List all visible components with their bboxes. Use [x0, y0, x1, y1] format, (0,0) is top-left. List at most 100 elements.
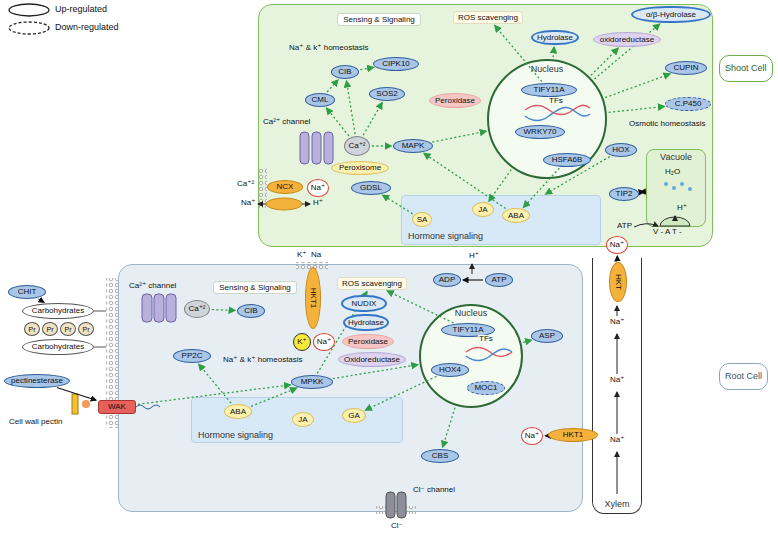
- annotation: Na⁺ & k⁺ homeostasis: [288, 44, 370, 53]
- node-oval: Na⁺: [521, 427, 544, 445]
- legend-down-sample: [9, 22, 49, 34]
- connector: [39, 299, 45, 302]
- node-label: Hydrolase: [348, 319, 384, 327]
- legend-label: Up-regulated: [54, 5, 108, 15]
- annotation: Cl⁻: [390, 522, 404, 531]
- node-oval: HKT1: [548, 428, 598, 442]
- node-oval: ADP: [433, 273, 461, 287]
- node-label: Peroxisome: [339, 164, 381, 172]
- node-oval: HOX: [605, 143, 637, 157]
- annotation: K⁺: [296, 251, 308, 260]
- connector: [524, 168, 560, 207]
- node-oval: α/β-Hydrolase: [631, 6, 711, 23]
- water-drop: [664, 182, 668, 186]
- region-heading: Hormone signaling: [408, 232, 483, 241]
- node-oval: NCX: [267, 180, 303, 194]
- node-oval: SA: [412, 212, 432, 227]
- annotation: Cl⁻ channel: [412, 486, 456, 495]
- node-oval: Carbohydrates: [22, 303, 94, 319]
- membrane: [259, 168, 267, 208]
- node-label: K⁺: [297, 338, 307, 346]
- node-label: CBS: [432, 452, 448, 460]
- annotation: TFs: [548, 97, 564, 106]
- connector: [553, 47, 554, 57]
- node-oval: CIB: [237, 304, 265, 318]
- node-label: α/β-Hydrolase: [646, 11, 696, 19]
- node-oval: Peroxisome: [331, 161, 389, 175]
- annotation: H⁺: [676, 204, 688, 213]
- node-oval: HSFA6B: [543, 153, 591, 167]
- node-oval: CIB: [331, 65, 359, 79]
- node-oval: C.P450: [665, 97, 711, 111]
- node-label: Na⁺: [317, 338, 331, 346]
- node-label: oxidoreductase: [600, 36, 654, 44]
- node-oval: oxidoreductase: [593, 32, 661, 47]
- node-oval: Ca⁺²: [344, 136, 370, 156]
- node-label: HKT1: [563, 431, 583, 439]
- water-drop: [680, 182, 684, 186]
- node-oval: WRKY70: [515, 125, 565, 139]
- region: XylemHKT: [592, 258, 642, 514]
- node-oval: Peroxidase: [429, 93, 481, 108]
- membrane: [376, 506, 416, 514]
- glycan-link: [94, 347, 106, 348]
- connector: [594, 24, 659, 79]
- region: Root CellSensing & SignalingCa⁺²CIBHKT1K…: [118, 264, 583, 512]
- node-oval: Peroxidase: [342, 334, 393, 349]
- node-label: Ca⁺²: [188, 305, 205, 313]
- connector: [495, 26, 542, 82]
- node-label: Peroxidase: [435, 97, 475, 105]
- region-heading: Nucleus: [531, 65, 564, 74]
- node-label: ADP: [439, 276, 455, 284]
- region-heading: Root Cell: [719, 363, 768, 390]
- dna: [525, 108, 590, 121]
- region: Hormone signalingABAJAGA: [191, 397, 403, 443]
- connector: [424, 153, 506, 208]
- v-atpase: [660, 217, 690, 226]
- node-label: Carbohydrates: [32, 343, 84, 351]
- connector: [138, 385, 290, 405]
- node-oval: pectinesterase: [4, 374, 70, 388]
- node-label: pectinesterase: [11, 377, 63, 385]
- node-label: TIP2: [616, 190, 633, 198]
- node-label: NCX: [277, 183, 294, 191]
- connector: [489, 170, 511, 202]
- node-label: Pr: [65, 326, 72, 333]
- annotation: Osmotic homeostasis: [628, 120, 706, 129]
- connector: [546, 157, 610, 194]
- node-oval: ABA: [224, 404, 252, 419]
- node-oval: ABA: [502, 208, 530, 223]
- node-oval: Pr: [24, 322, 40, 336]
- connector: [327, 108, 349, 136]
- annotation: Na: [310, 251, 322, 260]
- water-drop: [672, 186, 676, 190]
- node-label: WRKY70: [524, 128, 557, 136]
- node-label: CIB: [338, 68, 351, 76]
- pectin-bar: [72, 394, 78, 414]
- node-label: HKT1: [309, 288, 317, 308]
- connector: [617, 256, 618, 260]
- node-oval: Na⁺: [606, 236, 629, 254]
- node-oval: ROS scavenging: [453, 11, 523, 24]
- connector: [347, 81, 356, 134]
- connector: [432, 131, 486, 142]
- connector: [609, 107, 665, 113]
- annotation: H⁺: [312, 199, 324, 208]
- proton-arrow: [472, 264, 473, 274]
- node-label: Hydrolase: [537, 34, 573, 42]
- node-oval: WAK: [98, 400, 136, 414]
- node-label: Na⁺: [525, 432, 539, 440]
- node-oval: Na⁺: [307, 179, 330, 197]
- annotation: V - A T -: [652, 228, 683, 237]
- node-label: Sensing & Signaling: [343, 16, 415, 24]
- cl-channel: [397, 492, 406, 518]
- membrane: [296, 262, 328, 270]
- antiporter: [266, 198, 302, 210]
- cl-channel: [386, 492, 395, 518]
- node-oval: HKT: [609, 262, 627, 302]
- node-label: Sensing & Signaling: [219, 284, 291, 292]
- connector: [591, 48, 618, 75]
- legend-up-sample: [9, 4, 49, 16]
- node-oval: CBS: [421, 449, 459, 463]
